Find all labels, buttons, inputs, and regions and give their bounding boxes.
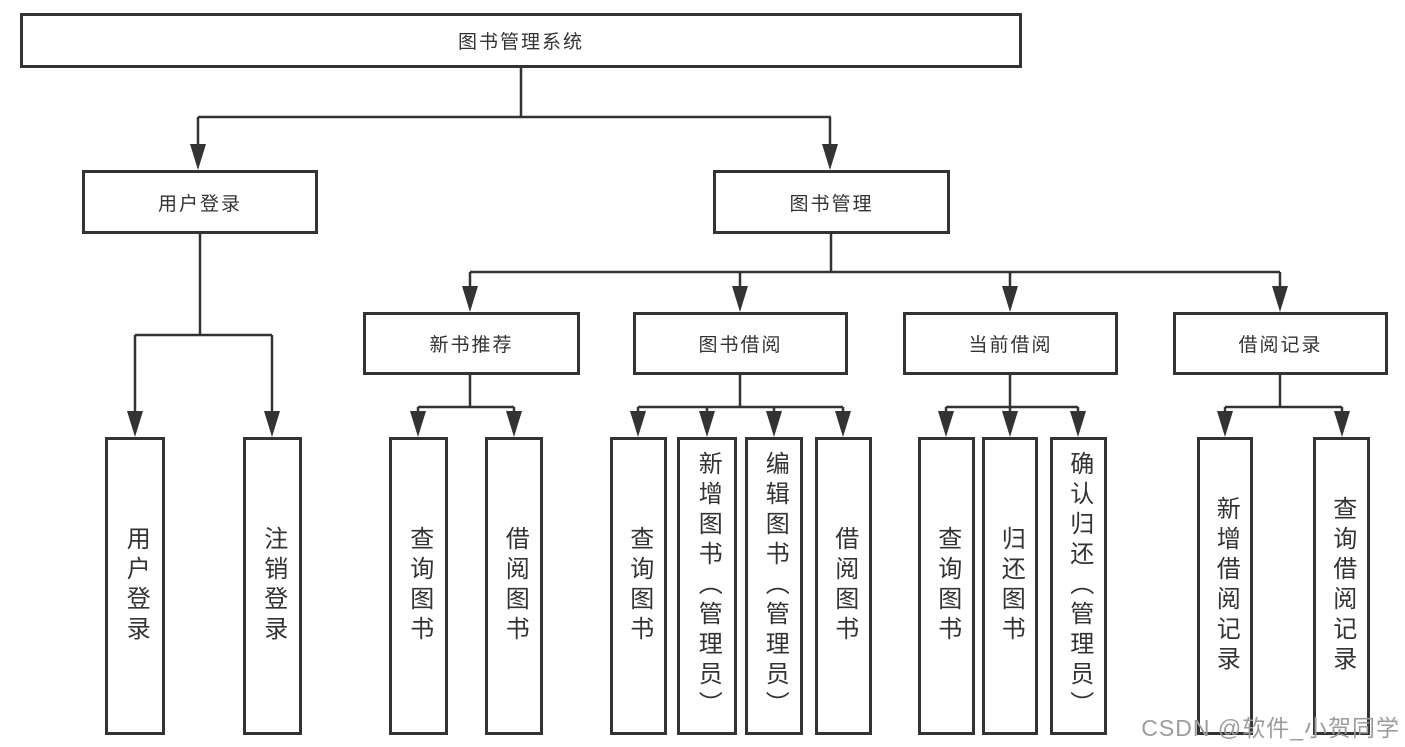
node-label: 借阅图书 — [501, 526, 529, 646]
leaf-borrow-books-borrowing: 借阅图书 — [815, 437, 872, 735]
connector-current-borrowing — [938, 375, 1086, 437]
node-label: 查询借阅记录 — [1328, 496, 1356, 676]
leaf-return-books: 归还图书 — [982, 437, 1038, 735]
leaf-add-borrow-record: 新增借阅记录 — [1197, 437, 1253, 735]
watermark: CSDN @软件_小贺同学 — [1141, 715, 1400, 741]
node-user-login: 用户登录 — [82, 170, 318, 234]
node-label: 查询图书 — [625, 526, 653, 646]
node-label: 借阅记录 — [1238, 335, 1323, 356]
leaf-query-books-recommend: 查询图书 — [389, 437, 448, 735]
node-new-book-recommendation: 新书推荐 — [363, 312, 580, 375]
node-label: 当前借阅 — [968, 335, 1053, 356]
node-label: 确认归还（管理员） — [1065, 451, 1093, 721]
node-label: 用户登录 — [122, 526, 150, 646]
connector-user-login — [127, 234, 280, 437]
node-label: 新书推荐 — [429, 335, 514, 356]
connector-borrowing-records — [1217, 375, 1350, 437]
node-label: 查询图书 — [405, 526, 433, 646]
node-book-borrowing: 图书借阅 — [633, 312, 848, 375]
node-borrowing-records: 借阅记录 — [1173, 312, 1388, 375]
leaf-edit-books-admin: 编辑图书（管理员） — [745, 437, 803, 735]
leaf-confirm-return-admin: 确认归还（管理员） — [1050, 437, 1107, 735]
connector-book-management — [462, 234, 1288, 312]
node-book-management-system: 图书管理系统 — [20, 13, 1022, 68]
node-label: 借阅图书 — [830, 526, 858, 646]
leaf-logout: 注销登录 — [243, 437, 302, 735]
node-current-borrowing: 当前借阅 — [903, 312, 1118, 375]
node-label: 查询图书 — [933, 526, 961, 646]
node-label: 归还图书 — [997, 526, 1025, 646]
node-label: 图书管理 — [789, 193, 874, 215]
leaf-query-books-borrowing: 查询图书 — [610, 437, 667, 735]
node-label: 图书管理系统 — [457, 32, 584, 53]
node-label: 编辑图书（管理员） — [761, 451, 789, 721]
leaf-add-books-admin: 新增图书（管理员） — [677, 437, 737, 735]
connector-book-borrowing — [630, 375, 851, 437]
node-label: 新增图书（管理员） — [694, 451, 722, 721]
connector-new-book-recommendation — [410, 375, 522, 437]
connector-root — [190, 68, 838, 170]
node-book-management: 图书管理 — [713, 170, 950, 234]
node-label: 图书借阅 — [698, 335, 783, 356]
node-label: 用户登录 — [157, 193, 242, 215]
node-label: 注销登录 — [259, 526, 287, 646]
node-label: 新增借阅记录 — [1212, 496, 1240, 676]
leaf-query-books-current: 查询图书 — [918, 437, 975, 735]
leaf-borrow-books-recommend: 借阅图书 — [485, 437, 543, 735]
leaf-user-login: 用户登录 — [105, 437, 165, 735]
leaf-query-borrow-record: 查询借阅记录 — [1313, 437, 1370, 735]
